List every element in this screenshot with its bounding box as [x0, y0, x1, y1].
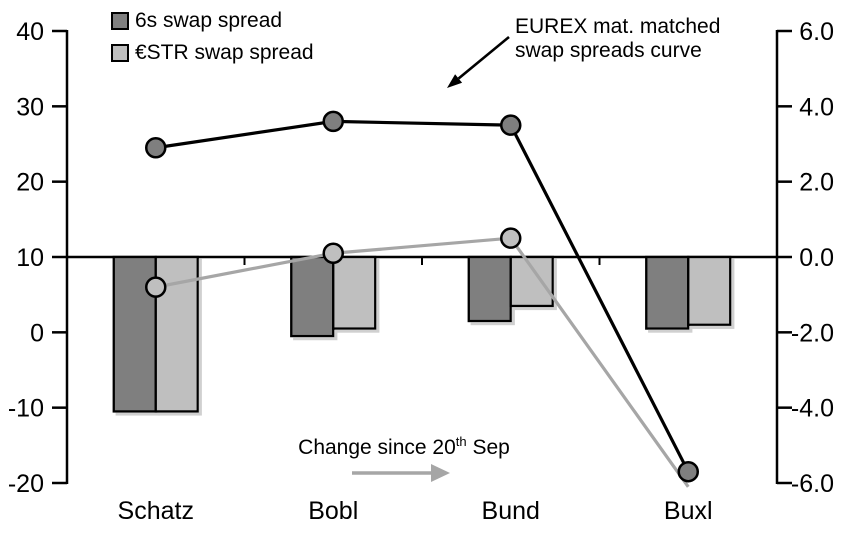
line-estr [155, 236, 690, 488]
tick-label-right-2: 2.0 [799, 169, 834, 197]
change-annotation-sup: th [455, 434, 467, 449]
curve-arrow-shaft [457, 35, 510, 80]
marker-6s-buxl [677, 460, 699, 483]
tick-label-left-5: -10 [8, 395, 44, 423]
bar-estr-bund [509, 255, 554, 308]
bar-estr-bobl [332, 255, 377, 330]
x-label-bobl: Bobl [308, 497, 358, 525]
marker-estr-bund [500, 227, 522, 249]
tick-label-left-1: 30 [16, 93, 44, 121]
change-annotation: Change since 20th Sep [283, 434, 525, 460]
legend-swatch-6s [111, 11, 129, 30]
curve-annotation: EUREX mat. matched swap spreads curve [515, 15, 720, 63]
bar-estr-buxl [687, 255, 732, 326]
curve-annotation-line2: swap spreads curve [515, 39, 702, 62]
x-label-schatz: Schatz [118, 497, 194, 525]
curve-arrow-head [447, 74, 463, 88]
marker-6s-bobl [322, 110, 344, 133]
tick-label-left-0: 40 [16, 18, 44, 46]
tick-label-left-6: -20 [8, 470, 44, 498]
tick-label-left-3: 10 [16, 244, 44, 272]
legend-item-estr: €STR swap spread [111, 40, 314, 65]
x-label-buxl: Buxl [664, 497, 713, 525]
marker-6s-bund [500, 114, 522, 136]
line-6s [155, 119, 690, 473]
legend-item-6s: 6s swap spread [111, 8, 314, 33]
marker-estr-bobl [322, 242, 344, 264]
tick-label-right-6: -6.0 [791, 470, 834, 498]
bar-6s-buxl [645, 255, 690, 330]
marker-6s-schatz [145, 137, 167, 159]
tick-label-right-3: 0.0 [799, 244, 834, 272]
legend-label-6s: 6s swap spread [135, 9, 283, 32]
legend-label-estr: €STR swap spread [135, 41, 314, 64]
marker-estr-schatz [145, 276, 167, 298]
change-annotation-post: Sep [466, 436, 510, 459]
tick-label-right-4: -2.0 [791, 319, 834, 347]
legend: 6s swap spread €STR swap spread [111, 8, 314, 65]
tick-label-right-1: 4.0 [799, 93, 834, 121]
bar-6s-bund [467, 255, 512, 323]
legend-swatch-estr [111, 43, 129, 62]
change-arrow-head [431, 464, 450, 482]
bar-6s-bobl [290, 255, 335, 338]
tick-label-left-2: 20 [16, 169, 44, 197]
tick-label-left-4: 0 [30, 319, 44, 347]
change-annotation-pre: Change since 20 [298, 436, 456, 459]
curve-annotation-line1: EUREX mat. matched [515, 15, 721, 38]
tick-label-right-0: 6.0 [799, 18, 834, 46]
x-label-bund: Bund [482, 497, 540, 525]
tick-label-right-5: -4.0 [791, 395, 834, 423]
